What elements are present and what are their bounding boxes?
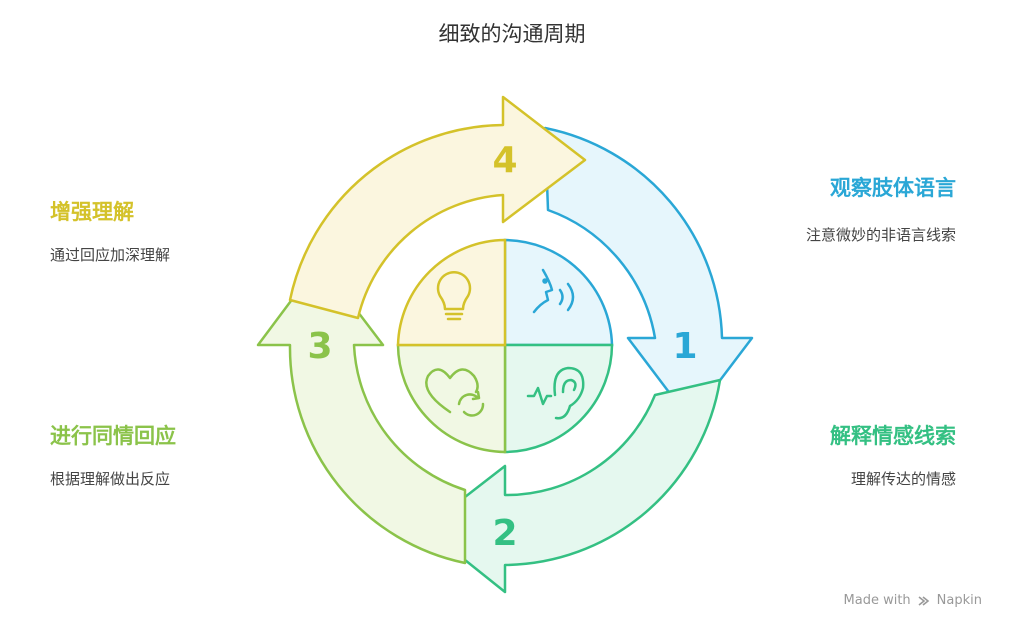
step-number-1: 1 <box>672 326 697 367</box>
step-3-description: 根据理解做出反应 <box>50 470 171 488</box>
arc-step-4 <box>288 95 587 320</box>
quadrant-top-right <box>503 238 614 347</box>
napkin-logo-icon <box>918 595 929 606</box>
lightbulb-icon <box>436 271 472 321</box>
made-with-label: Made with <box>843 593 911 608</box>
quadrant-bottom-left <box>396 343 507 454</box>
footer-credit[interactable]: Made with Napkin <box>844 593 982 608</box>
step-number-4: 4 <box>492 140 517 181</box>
step-2-heading: 解释情感线索 <box>830 424 956 448</box>
step-number-3: 3 <box>307 326 332 367</box>
step-number-2: 2 <box>492 513 517 554</box>
step-1-description: 注意微妙的非语言线索 <box>805 226 956 244</box>
step-1-heading: 观察肢体语言 <box>830 176 956 200</box>
step-2-description: 理解传达的情感 <box>850 470 956 488</box>
quadrant-top-left <box>396 238 507 347</box>
quadrant-bottom-right <box>503 343 614 454</box>
inner-circle <box>396 238 614 454</box>
heart-cycle-icon <box>425 368 485 417</box>
arc-step-3 <box>256 260 467 565</box>
diagram-title: 细致的沟通周期 <box>438 22 586 46</box>
step-4-heading: 增强理解 <box>50 200 134 224</box>
brand-label: Napkin <box>936 593 982 608</box>
ear-icon <box>526 366 585 420</box>
speaking-head-icon <box>532 268 575 314</box>
arc-step-2 <box>423 378 722 594</box>
arc-step-1 <box>543 126 754 422</box>
step-4-description: 通过回应加深理解 <box>50 246 171 264</box>
step-3-heading: 进行同情回应 <box>50 424 176 448</box>
